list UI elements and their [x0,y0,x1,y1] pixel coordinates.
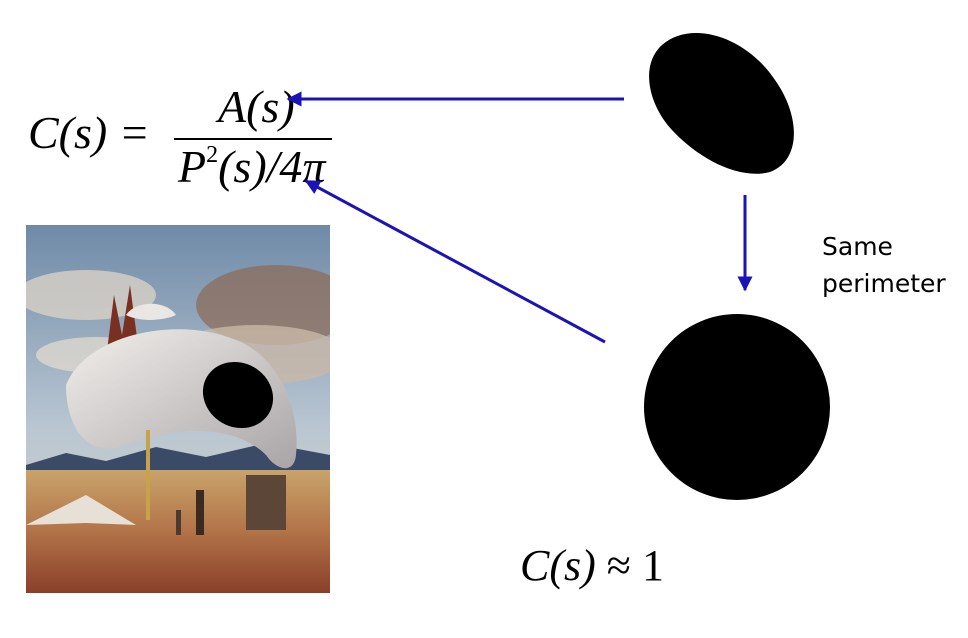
same-perimeter-label: Same perimeter [822,228,946,302]
label-line-1: Same [822,232,893,261]
fraction-bar [174,138,332,140]
result-approx: ≈ [606,541,631,590]
formula-numerator: A(s) [218,81,295,132]
result-value: 1 [641,541,664,590]
label-line-2: perimeter [822,269,946,298]
denominator-exponent: 2 [206,142,219,168]
denominator-p: P [178,141,207,192]
result-lhs: C(s) [520,541,596,590]
arrow-to-perimeter [304,179,606,344]
surreal-painting [26,225,330,593]
circle-shape [644,314,830,500]
formula-lhs: C(s) = [28,107,150,158]
circle-compactness-result: C(s) ≈ 1 [520,540,664,591]
irregular-shape [649,32,794,174]
